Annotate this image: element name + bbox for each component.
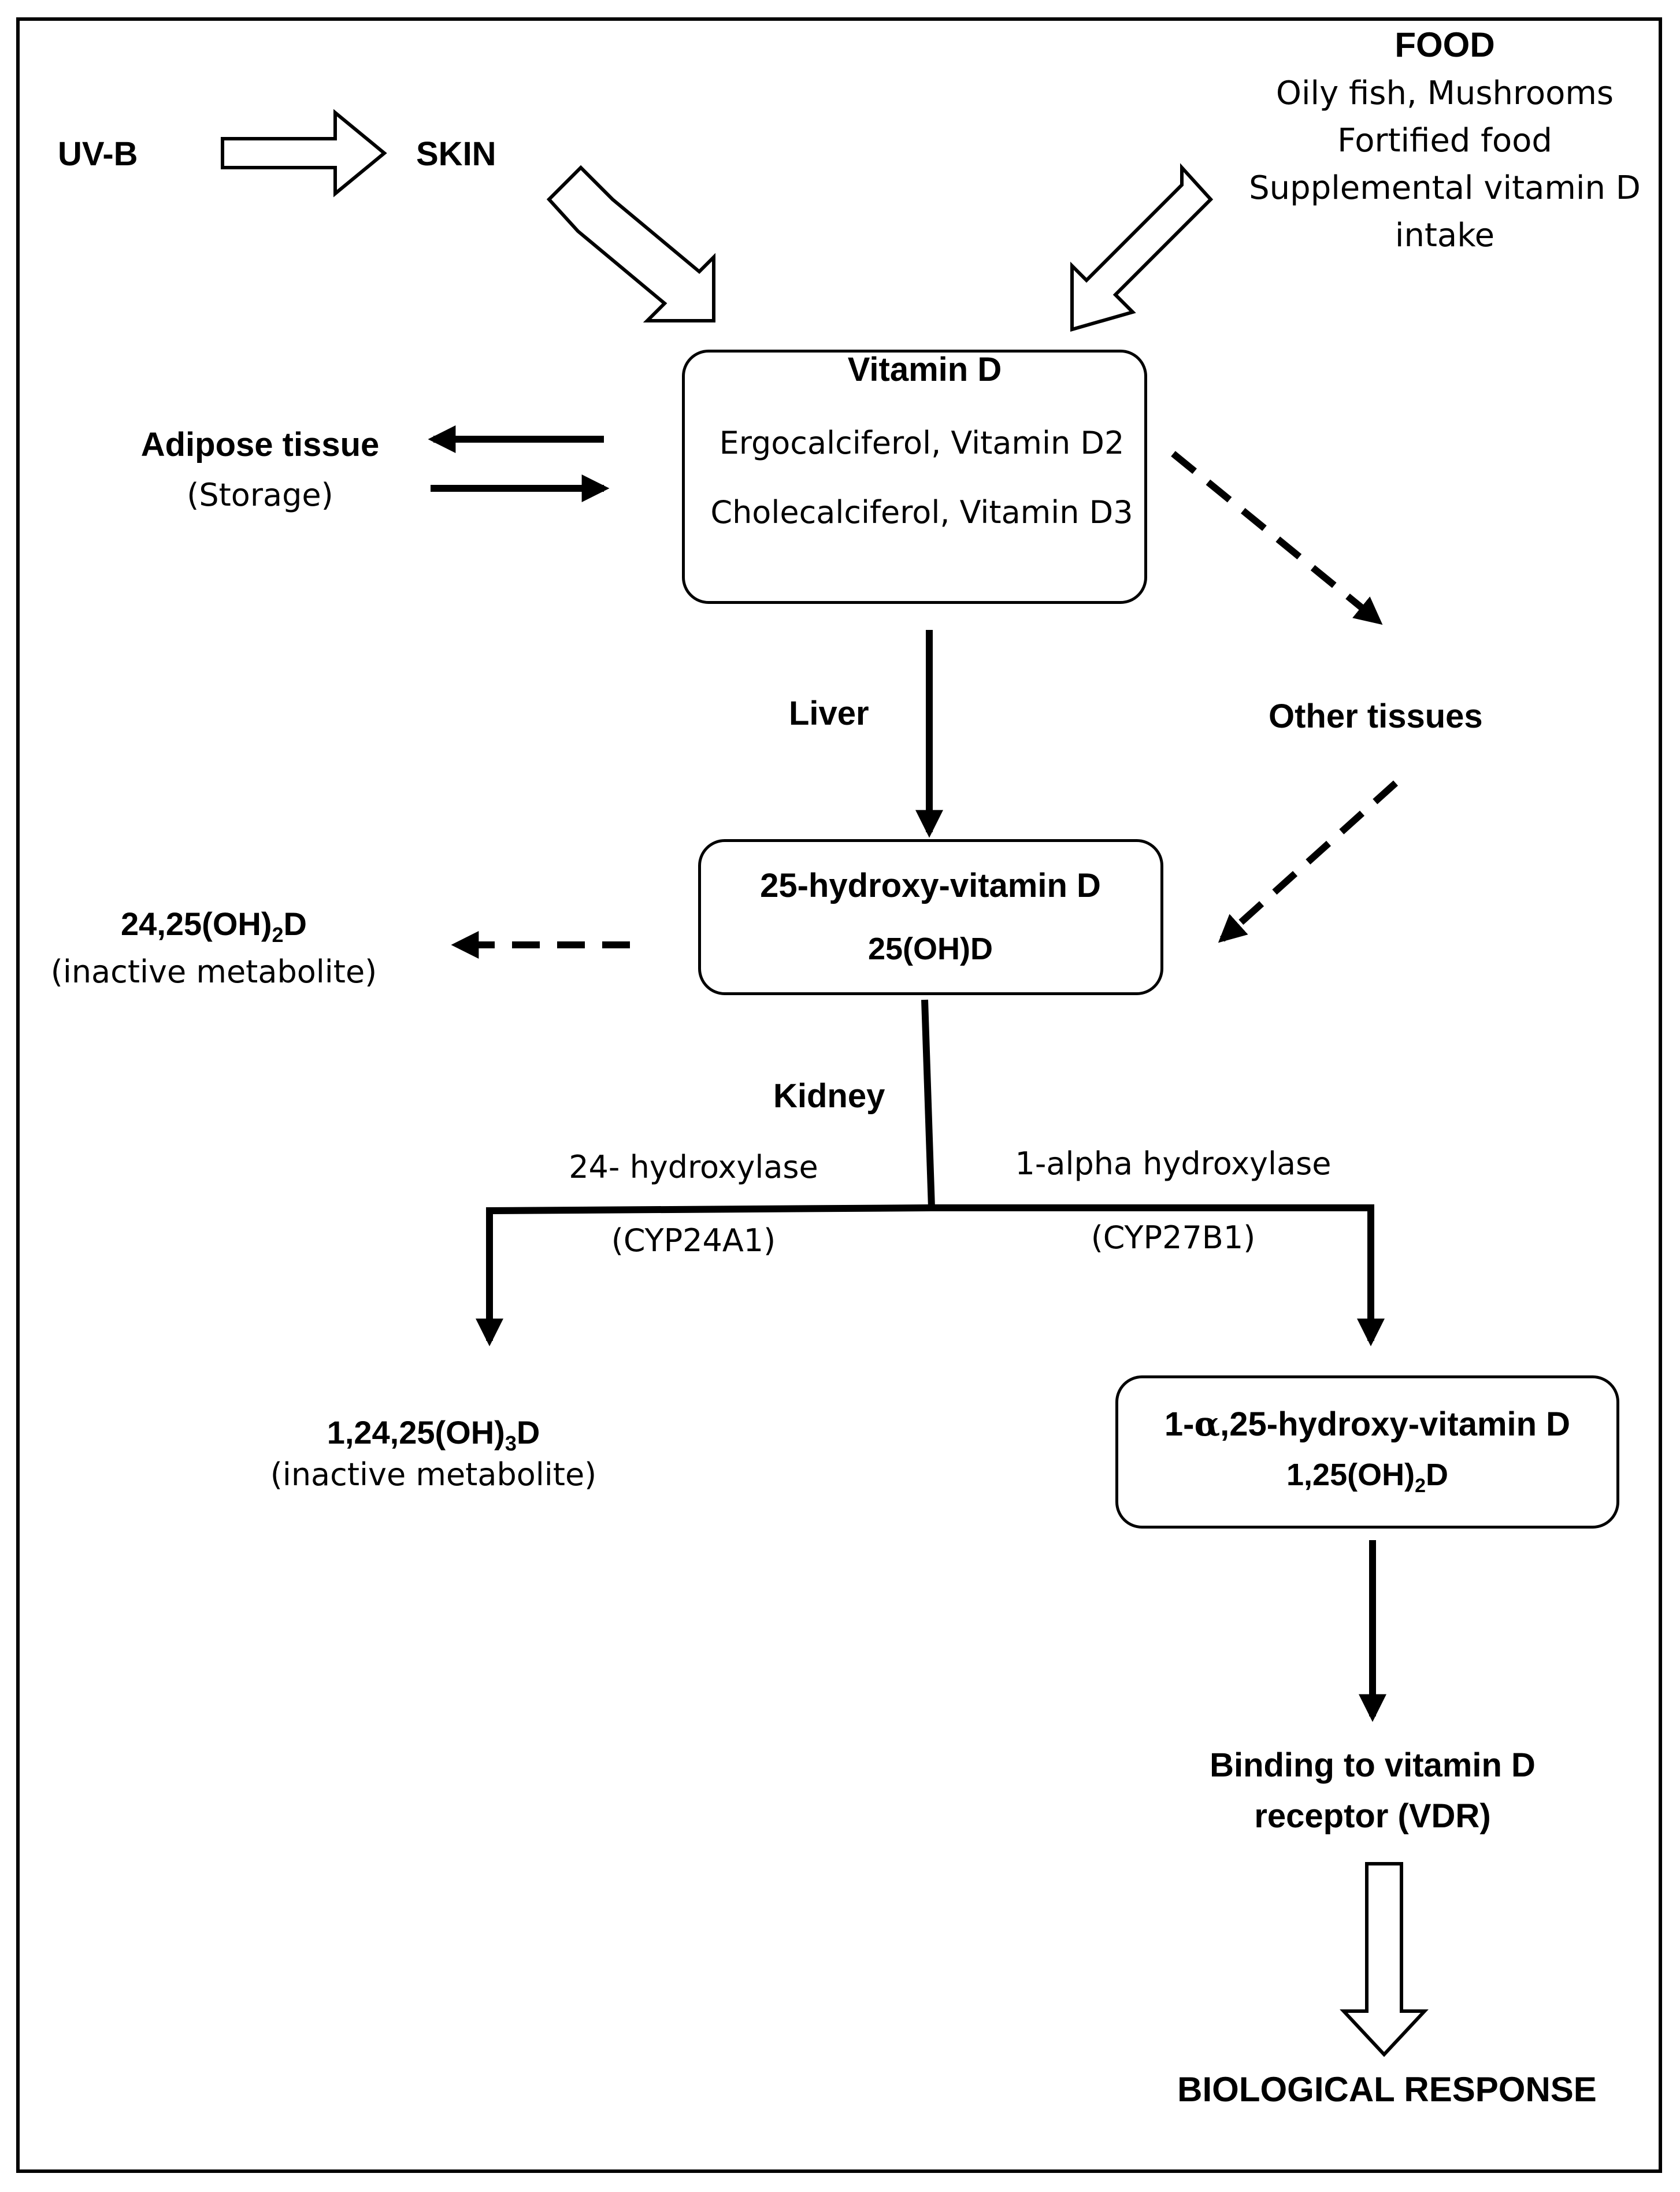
biological-response-label: BIOLOGICAL RESPONSE: [1177, 2070, 1597, 2109]
alpha-symbol: α: [1194, 1404, 1221, 1444]
12425-title-main: 1,24,25(OH): [327, 1414, 505, 1451]
uvb-label: UV-B: [58, 135, 138, 173]
2425-title-main: 24,25(OH): [121, 906, 272, 942]
food-title: FOOD: [1395, 25, 1495, 64]
active-title: 1-α,25-hydroxy-vitamin D: [1118, 1404, 1616, 1445]
25ohd-title: 25-hydroxy-vitamin D: [760, 867, 1101, 904]
skin-to-vitamin-d-arrow: [546, 165, 715, 322]
2425-subtitle: (inactive metabolite): [50, 954, 377, 990]
food-to-vitamin-d-arrow: [1070, 163, 1214, 332]
other-tissues-to-25ohd-arrow: [1218, 780, 1399, 943]
vdr-line-1: Binding to vitamin D: [1210, 1746, 1536, 1784]
vdr-line-2: receptor (VDR): [1254, 1797, 1491, 1835]
active-title-pre: 1-: [1164, 1405, 1195, 1443]
vitamin-d-line-2: Cholecalciferol, Vitamin D3: [710, 494, 1133, 531]
12425-subtitle: (inactive metabolite): [270, 1456, 597, 1493]
2425-title-end: D: [283, 906, 307, 942]
enzyme-left-code: (CYP24A1): [611, 1222, 776, 1259]
vitamin-d-box: [682, 350, 1147, 604]
enzyme-left-name: 24- hydroxylase: [569, 1149, 818, 1185]
food-line-4: intake: [1395, 217, 1495, 254]
25ohd-box: [698, 839, 1163, 995]
uvb-to-skin-arrow: [221, 109, 387, 198]
kidney-branch-line: [921, 999, 935, 1208]
active-vitamin-d-box: [1115, 1375, 1619, 1529]
vitamin-d-title: Vitamin D: [847, 351, 1002, 388]
food-line-2: Fortified food: [1337, 122, 1552, 160]
12425-title-sub: 3: [505, 1431, 517, 1456]
vitamin-d-to-other-tissues-arrow: [1171, 451, 1383, 625]
kidney-label: Kidney: [773, 1077, 885, 1115]
other-tissues-label: Other tissues: [1269, 698, 1483, 735]
active-subtitle: 1,25(OH)2D: [1118, 1456, 1616, 1498]
food-line-1: Oily fish, Mushrooms: [1275, 75, 1614, 112]
2425-title: 24,25(OH)2D: [35, 904, 393, 947]
outer-frame: [16, 17, 1662, 2173]
25ohd-subtitle: 25(OH)D: [867, 932, 993, 966]
kidney-right-branch-arrow: [932, 1204, 1385, 1347]
12425-title: 1,24,25(OH)3D: [254, 1413, 613, 1456]
enzyme-right-name: 1-alpha hydroxylase: [1015, 1145, 1332, 1182]
enzyme-right-code: (CYP27B1): [1091, 1219, 1256, 1256]
skin-label: SKIN: [416, 135, 496, 173]
liver-label: Liver: [789, 695, 869, 732]
vdr-to-response-arrow: [1340, 1862, 1429, 2057]
adipose-title: Adipose tissue: [140, 426, 380, 463]
adipose-subtitle: (Storage): [187, 477, 333, 513]
active-sub-sub: 2: [1415, 1474, 1426, 1497]
vitamin-d-line-1: Ergocalciferol, Vitamin D2: [719, 425, 1125, 461]
kidney-left-branch-arrow: [476, 1204, 932, 1347]
2425-title-sub: 2: [272, 923, 284, 947]
active-sub-main: 1,25(OH): [1286, 1457, 1415, 1492]
active-sub-end: D: [1426, 1457, 1448, 1492]
active-title-post: ,25-hydroxy-vitamin D: [1220, 1405, 1571, 1443]
food-line-3: Supplemental vitamin D: [1249, 169, 1641, 207]
12425-title-end: D: [516, 1414, 540, 1451]
